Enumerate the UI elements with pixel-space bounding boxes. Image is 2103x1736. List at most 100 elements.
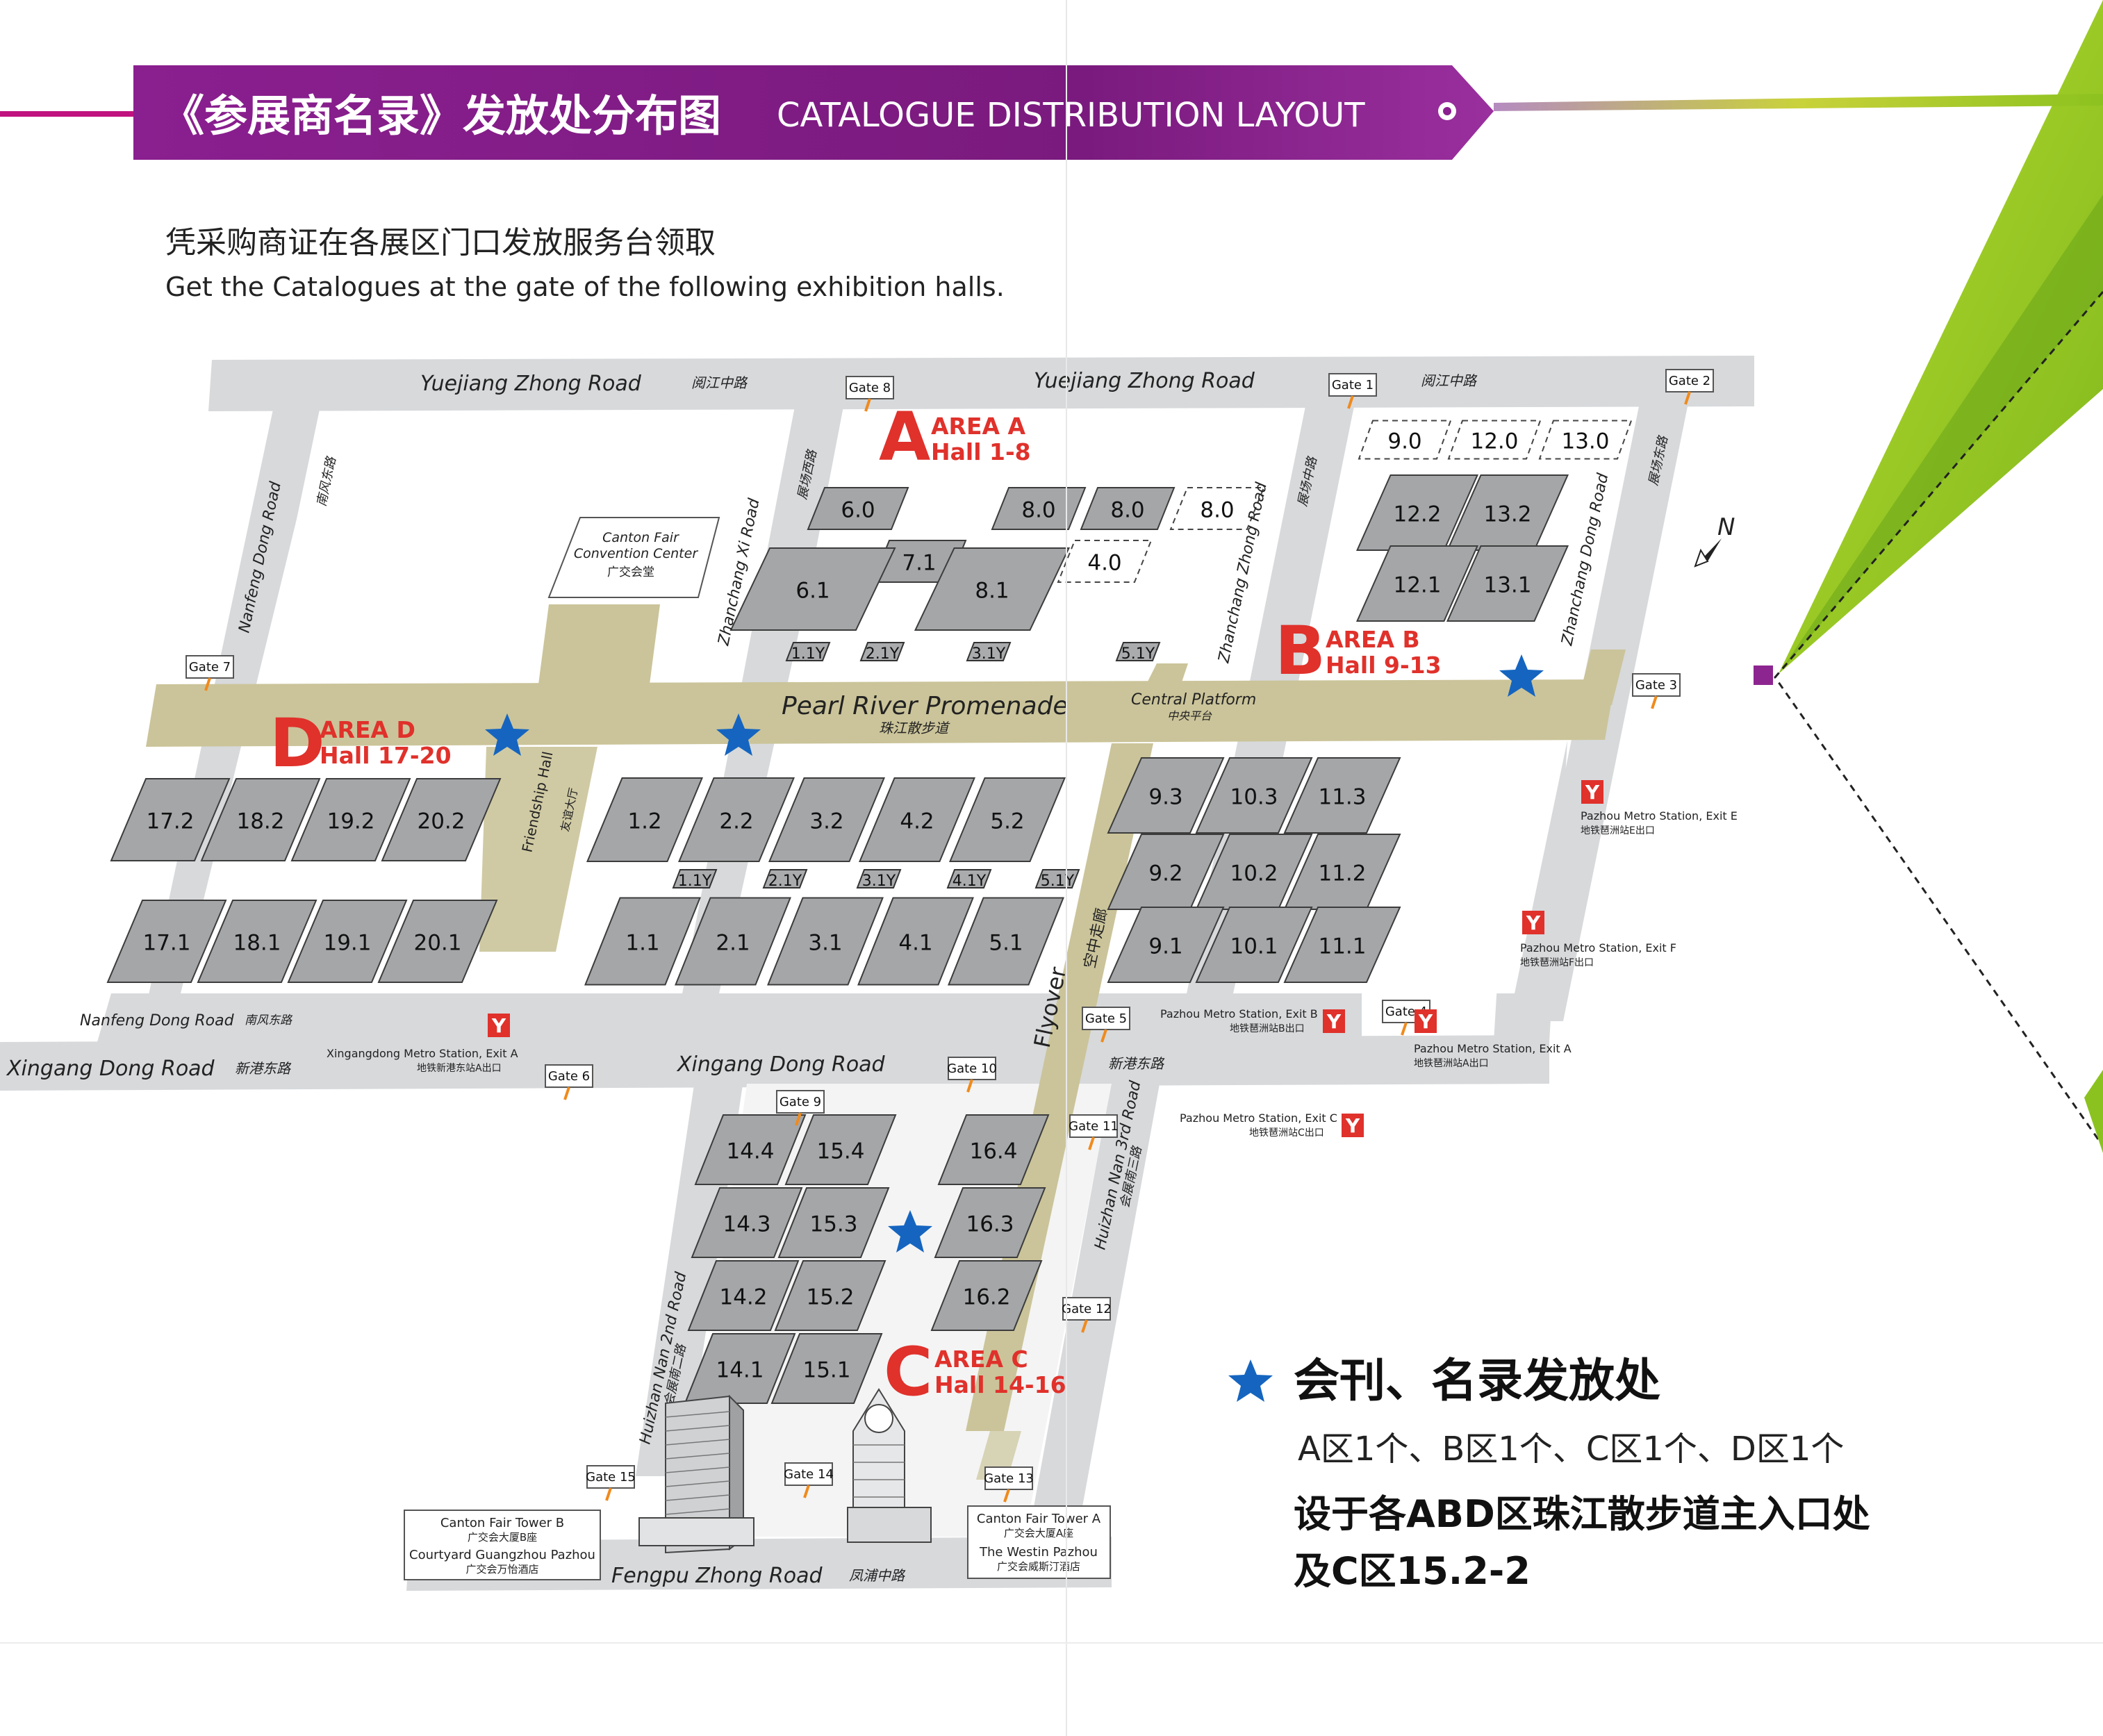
gate-1: Gate 1 (1328, 373, 1377, 409)
hall-16.2: 16.2 (930, 1260, 1043, 1331)
title-en: CATALOGUE DISTRIBUTION LAYOUT (777, 96, 1365, 135)
hall-1.1: 1.1 (584, 897, 701, 986)
hall-14.4: 14.4 (694, 1114, 807, 1185)
hall-9.3: 9.3 (1107, 757, 1225, 834)
svg-text:广交会大厦B座: 广交会大厦B座 (468, 1531, 537, 1544)
hall-18.1: 18.1 (197, 900, 317, 983)
svg-text:Hall 9-13: Hall 9-13 (1326, 652, 1442, 679)
tower-a-label-box: Canton Fair Tower A 广交会大厦A座 The Westin P… (967, 1505, 1111, 1579)
legend-line-1: A区1个、B区1个、C区1个、D区1个 (1298, 1430, 1844, 1469)
gate-label: Gate 3 (1635, 678, 1677, 693)
hall-label: 15.4 (816, 1139, 864, 1164)
gate-10: Gate 10 (947, 1057, 997, 1093)
promenade-label: Pearl River Promenade (782, 692, 1069, 720)
svg-text:The Westin Pazhou: The Westin Pazhou (979, 1545, 1098, 1560)
svg-text:Pazhou Metro Station, Exit E: Pazhou Metro Station, Exit E (1581, 809, 1738, 822)
gate-label: Gate 12 (1062, 1302, 1112, 1316)
road-nanfeng: Nanfeng Dong Road (80, 1012, 235, 1030)
hall-label: 19.2 (327, 809, 374, 834)
mezzanine-2.1Y: 2.1Y (762, 869, 808, 890)
svg-text:地铁琶洲站E出口: 地铁琶洲站E出口 (1581, 825, 1655, 836)
hall-label: 1.1 (625, 931, 659, 956)
gate-label: Gate 8 (849, 381, 891, 395)
svg-text:广交会威斯汀酒店: 广交会威斯汀酒店 (997, 1560, 1080, 1573)
hall-13.0: 13.0 (1538, 420, 1633, 460)
hall-3.1: 3.1 (767, 897, 884, 986)
hall-10.3: 10.3 (1195, 757, 1313, 834)
hall-label: 3.1Y (972, 645, 1006, 663)
gate-11: Gate 11 (1069, 1114, 1119, 1150)
hall-label: 18.1 (233, 931, 281, 956)
hall-label: 20.2 (417, 809, 465, 834)
metro-icon-e (1581, 780, 1603, 804)
hall-label: 11.3 (1318, 785, 1366, 810)
hall-label: 8.0 (1021, 498, 1055, 523)
hall-label: 14.4 (726, 1139, 774, 1164)
hall-18.2: 18.2 (200, 778, 321, 861)
mezzanine-1.1Y: 1.1Y (672, 869, 718, 890)
svg-text:中央平台: 中央平台 (1167, 709, 1212, 722)
svg-text:阅江中路: 阅江中路 (1421, 372, 1478, 389)
svg-text:Pazhou Metro Station, Exit F: Pazhou Metro Station, Exit F (1520, 941, 1676, 954)
area-b-label: B AREA B Hall 9-13 (1275, 612, 1442, 690)
hall-2.2: 2.2 (678, 777, 795, 862)
hall-8.1: 8.1 (914, 547, 1071, 631)
hall-label: 17.1 (142, 931, 190, 956)
intro-zh: 凭采购商证在各展区门口发放服务台领取 (165, 225, 716, 261)
hall-15.4: 15.4 (784, 1114, 897, 1185)
hall-11.2: 11.2 (1283, 834, 1401, 910)
metro-icon-b (1323, 1009, 1345, 1033)
hall-label: 6.1 (795, 579, 830, 604)
hall-9.2: 9.2 (1107, 834, 1225, 910)
gate-label: Gate 10 (947, 1061, 997, 1076)
svg-text:地铁琶洲站B出口: 地铁琶洲站B出口 (1230, 1023, 1305, 1034)
svg-text:新港东路: 新港东路 (235, 1060, 292, 1077)
hall-14.3: 14.3 (691, 1187, 803, 1258)
gate-label: Gate 1 (1332, 378, 1374, 392)
mezzanine-1.1Y: 1.1Y (785, 642, 831, 663)
svg-text:A: A (879, 398, 930, 476)
svg-text:地铁琶洲站A出口: 地铁琶洲站A出口 (1414, 1058, 1489, 1069)
mezzanine-4.1Y: 4.1Y (946, 869, 992, 890)
svg-text:Hall 17-20: Hall 17-20 (320, 742, 452, 769)
mezzanine-3.1Y: 3.1Y (966, 642, 1012, 663)
svg-text:Canton Fair Tower B: Canton Fair Tower B (440, 1516, 564, 1530)
hall-label: 16.4 (969, 1139, 1017, 1164)
hall-label: 18.2 (236, 809, 284, 834)
hall-label: 10.2 (1230, 861, 1278, 886)
svg-text:N: N (1717, 513, 1735, 541)
svg-text:Pazhou Metro Station, Exit A: Pazhou Metro Station, Exit A (1414, 1042, 1572, 1055)
hall-label: 5.1Y (1041, 873, 1075, 890)
svg-text:阅江中路: 阅江中路 (691, 374, 748, 391)
gate-6: Gate 6 (545, 1064, 593, 1100)
gate-label: Gate 2 (1669, 374, 1710, 388)
svg-text:新港东路: 新港东路 (1108, 1055, 1165, 1072)
header-banner: 《参展商名录》发放处分布图 CATALOGUE DISTRIBUTION LAY… (0, 65, 2103, 160)
svg-text:Hall 14-16: Hall 14-16 (934, 1371, 1066, 1398)
svg-text:C: C (884, 1333, 932, 1411)
svg-text:AREA D: AREA D (320, 716, 415, 743)
hall-label: 7.1 (902, 551, 936, 576)
svg-text:AREA A: AREA A (931, 413, 1026, 440)
legend-star-icon (1228, 1359, 1273, 1402)
hall-8.0: 8.0 (991, 487, 1087, 530)
gate-8: Gate 8 (846, 376, 894, 412)
hall-13.1: 13.1 (1446, 545, 1569, 622)
tower-a-building (847, 1388, 932, 1543)
svg-text:Xingangdong Metro Station, Exi: Xingangdong Metro Station, Exit A (327, 1047, 518, 1060)
hall-label: 4.1Y (952, 873, 987, 890)
metro-icon-xingang (488, 1014, 510, 1037)
svg-text:地铁琶洲站F出口: 地铁琶洲站F出口 (1520, 957, 1594, 968)
tower-b-label-box: Canton Fair Tower B 广交会大厦B座 Courtyard Gu… (404, 1510, 601, 1580)
hall-label: 5.2 (990, 809, 1024, 834)
svg-text:广交会堂: 广交会堂 (607, 565, 654, 579)
svg-text:珠江散步道: 珠江散步道 (879, 720, 950, 736)
svg-text:Hall 1-8: Hall 1-8 (931, 438, 1031, 465)
hall-label: 4.2 (900, 809, 934, 834)
svg-text:Pazhou Metro Station, Exit C: Pazhou Metro Station, Exit C (1180, 1111, 1337, 1125)
road-fengpu: Fengpu Zhong Road (611, 1564, 823, 1588)
gate-label: Gate 14 (784, 1467, 834, 1482)
hall-14.1: 14.1 (684, 1333, 796, 1404)
svg-text:地铁新港东站A出口: 地铁新港东站A出口 (417, 1063, 502, 1074)
